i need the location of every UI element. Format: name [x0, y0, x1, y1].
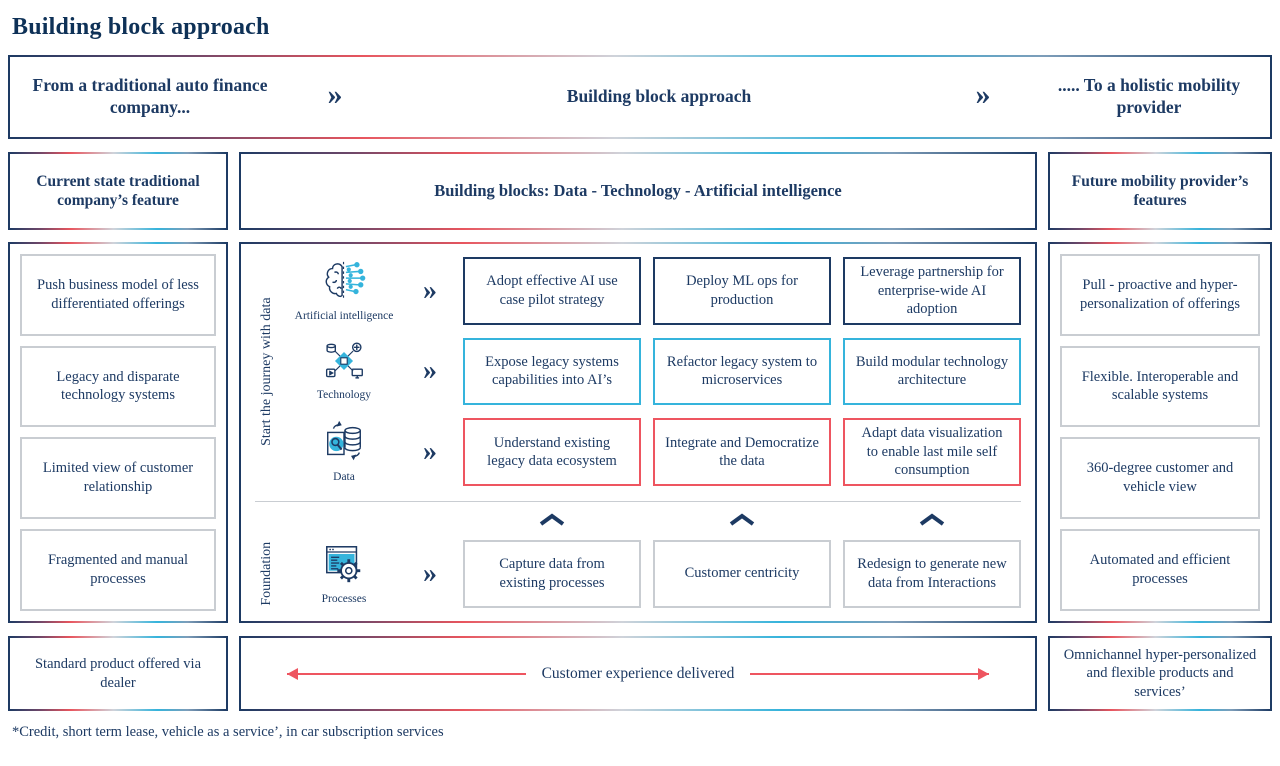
arrow-right-line: [750, 667, 989, 680]
data-icon: [321, 420, 367, 469]
chevron-right-icon: »: [423, 274, 437, 306]
data-cell: Data: [291, 418, 397, 486]
chevron-right-icon: »: [423, 557, 437, 589]
building-blocks-header: Building blocks: Data - Technology - Art…: [239, 152, 1037, 230]
processes-icon: [321, 542, 367, 591]
data-box-2: Integrate and Democratize the data: [653, 418, 831, 486]
data-box-1: Understand existing legacy data ecosyste…: [463, 418, 641, 486]
chevron-up-icon: [463, 499, 641, 527]
future-state-column: Pull - proactive and hyper-personalizati…: [1048, 242, 1272, 623]
chevron-up-icon: [843, 499, 1021, 527]
data-label: Data: [333, 470, 355, 483]
current-state-header: Current state traditional company’s feat…: [8, 152, 228, 230]
bottom-row: Standard product offered via dealer Cust…: [8, 636, 1272, 711]
future-state-item: 360-degree customer and vehicle view: [1060, 437, 1260, 519]
technology-cell: Technology: [291, 338, 397, 406]
approach-label: Building block approach: [566, 86, 752, 107]
building-blocks-matrix: Start the journey with data Foundation: [239, 242, 1037, 623]
ai-box-2: Deploy ML ops for production: [653, 257, 831, 325]
customer-experience-box: Customer experience delivered: [239, 636, 1037, 711]
current-state-item: Push business model of less differentiat…: [20, 254, 216, 336]
chevron-up-icon: [653, 499, 831, 527]
journey-axis-label: Start the journey with data: [259, 297, 274, 446]
customer-experience-label: Customer experience delivered: [541, 664, 735, 682]
chevron-right-icon: »: [327, 78, 343, 111]
page-title: Building block approach: [12, 14, 270, 40]
top-transition-bar: From a traditional auto finance company.…: [8, 55, 1272, 139]
technology-box-1: Expose legacy systems capabilities into …: [463, 337, 641, 406]
foundation-divider: [255, 500, 1021, 502]
arrow-left-line: [287, 667, 526, 680]
foundation-axis-label: Foundation: [259, 541, 274, 606]
ai-box-3: Leverage partnership for enterprise-wide…: [843, 257, 1021, 325]
chevron-right-icon: »: [423, 436, 437, 468]
technology-box-3: Build modular technology architecture: [843, 337, 1021, 406]
from-label: From a traditional auto finance company.…: [32, 75, 268, 117]
future-state-item: Flexible. Interoperable and scalable sys…: [1060, 345, 1260, 428]
data-box-3: Adapt data visualization to enable last …: [843, 418, 1021, 486]
future-state-item: Pull - proactive and hyper-personalizati…: [1060, 254, 1260, 336]
main-row: Push business model of less differentiat…: [8, 242, 1272, 623]
processes-box-2: Customer centricity: [653, 539, 831, 608]
ai-box-1: Adopt effective AI use case pilot strate…: [463, 257, 641, 325]
chevron-right-icon: »: [975, 78, 991, 111]
processes-label: Processes: [321, 592, 367, 605]
artificial-intelligence-cell: Artificial intelligence: [291, 257, 397, 325]
technology-box-2: Refactor legacy system to microservices: [653, 337, 831, 406]
current-state-item: Fragmented and manual processes: [20, 528, 216, 611]
processes-cell: Processes: [291, 540, 397, 608]
chevron-right-icon: »: [423, 355, 437, 387]
technology-icon: [322, 340, 366, 387]
current-state-item: Legacy and disparate technology systems: [20, 345, 216, 428]
footnote: *Credit, short term lease, vehicle as a …: [12, 724, 444, 740]
standard-product-box: Standard product offered via dealer: [8, 636, 228, 711]
omnichannel-box: Omnichannel hyper-personalized and flexi…: [1048, 636, 1272, 711]
to-label: ..... To a holistic mobility provider: [1057, 75, 1241, 117]
processes-box-3: Redesign to generate new data from Inter…: [843, 539, 1021, 608]
current-state-item: Limited view of customer relationship: [20, 437, 216, 519]
future-state-item: Automated and efficient processes: [1060, 528, 1260, 611]
current-state-column: Push business model of less differentiat…: [8, 242, 228, 623]
processes-box-1: Capture data from existing processes: [463, 539, 641, 608]
artificial-intelligence-icon: [321, 259, 367, 308]
artificial-intelligence-label: Artificial intelligence: [294, 309, 394, 322]
future-mobility-header: Future mobility provider’s features: [1048, 152, 1272, 230]
header-row: Current state traditional company’s feat…: [8, 152, 1272, 230]
technology-label: Technology: [316, 389, 372, 402]
